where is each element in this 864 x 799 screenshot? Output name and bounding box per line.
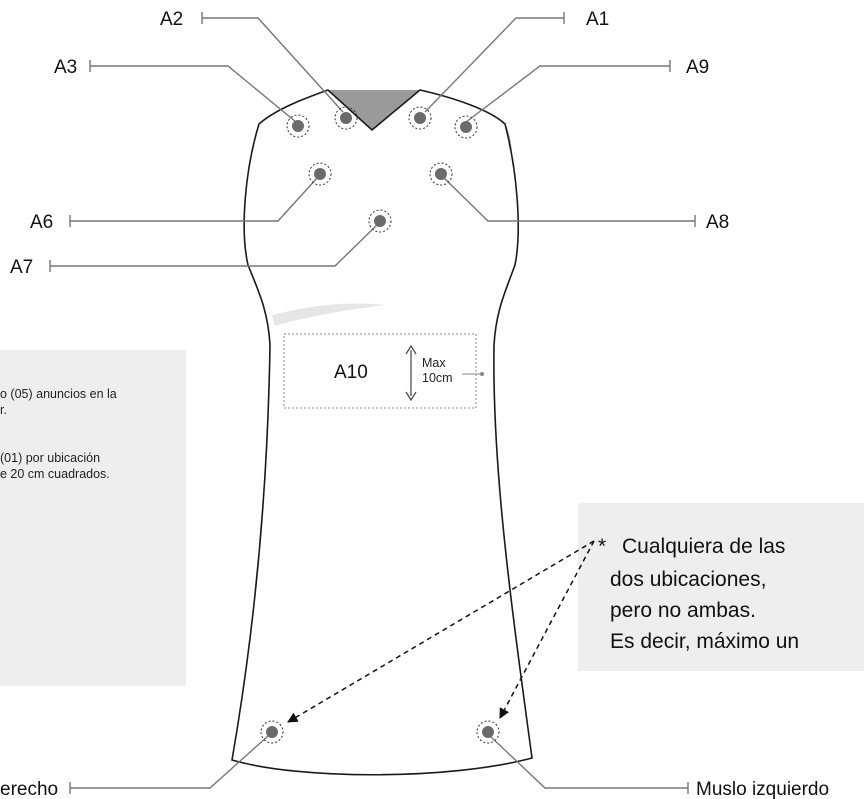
dot-a3 [286, 114, 310, 138]
label-right-thigh: erecho [0, 779, 58, 799]
leader-a9 [465, 65, 670, 123]
arrow-to-left-thigh [499, 540, 595, 719]
dot-a7 [368, 209, 392, 233]
dot-left-thigh [476, 720, 500, 744]
leader-a7 [50, 223, 379, 267]
right-note-asterisk: * [598, 535, 606, 558]
fold-shading [272, 303, 385, 326]
jersey-body [231, 89, 533, 776]
leader-right-thigh [70, 735, 269, 789]
label-left-thigh: Muslo izquierdo [696, 779, 829, 799]
leader-a8 [442, 176, 695, 222]
dot-a8 [429, 162, 453, 186]
a10-area: A10 Max 10cm [283, 333, 484, 409]
right-note-line-2: dos ubicaciones, [610, 568, 766, 591]
label-a6: A6 [30, 212, 53, 233]
placement-dots [260, 106, 500, 744]
a10-label: A10 [334, 362, 368, 383]
dot-a2 [334, 106, 358, 130]
dot-right-thigh [260, 720, 284, 744]
right-note-line-1: Cualquiera de las [622, 535, 785, 558]
right-note: * Cualquiera de las dos ubicaciones, per… [598, 535, 799, 653]
leader-a1 [424, 17, 564, 113]
left-note: o (05) anuncios en la r. (01) por ubicac… [0, 387, 117, 481]
leader-a3 [90, 65, 297, 123]
right-note-line-4: Es decir, máximo un [610, 630, 799, 653]
left-note-line-4: e 20 cm cuadrados. [0, 467, 110, 481]
leader-a6 [70, 176, 319, 222]
label-a7: A7 [10, 257, 33, 278]
label-a3: A3 [54, 57, 77, 78]
max-value: 10cm [422, 371, 453, 385]
left-note-line-1: o (05) anuncios en la [0, 387, 117, 401]
dot-a1 [408, 106, 432, 130]
collar-back [328, 90, 420, 130]
max-label: Max [422, 356, 446, 370]
leader-left-thigh [489, 735, 688, 789]
dot-a9 [454, 115, 478, 139]
position-labels: A2 A1 A3 A9 A6 A8 A7 erecho Muslo izquie… [0, 9, 829, 799]
label-a1: A1 [586, 9, 609, 30]
label-a9: A9 [686, 57, 709, 78]
leader-a2 [202, 17, 344, 113]
jersey-outline [231, 89, 533, 776]
a10-box [283, 333, 477, 409]
left-note-line-2: r. [0, 403, 7, 417]
dot-a6 [308, 162, 332, 186]
leader-lines [49, 12, 696, 794]
right-note-panel [578, 503, 864, 671]
note-arrows [287, 540, 595, 723]
label-a8: A8 [706, 212, 729, 233]
right-note-line-3: pero no ambas. [610, 599, 756, 622]
left-note-line-3: (01) por ubicación [0, 451, 100, 465]
label-a2: A2 [160, 9, 183, 30]
left-note-panel [0, 350, 186, 686]
